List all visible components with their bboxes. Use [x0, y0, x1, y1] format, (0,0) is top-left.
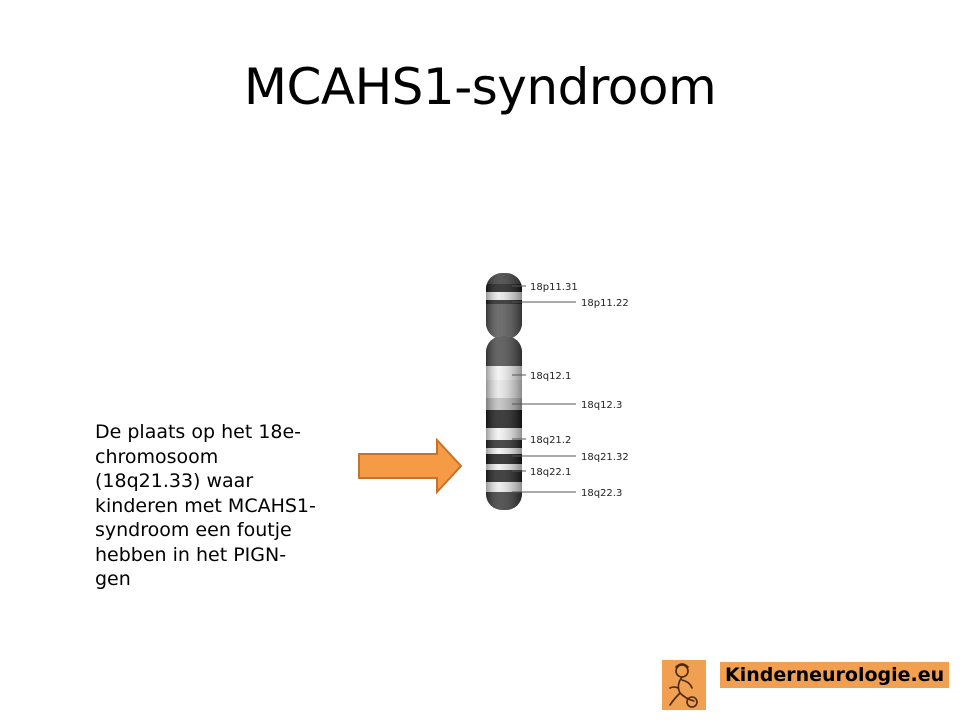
right-arrow-icon	[358, 437, 463, 495]
body-line: gen	[95, 568, 131, 590]
band-label: 18q21.32	[581, 452, 629, 463]
body-line: chromosoom	[95, 445, 219, 468]
body-line: (18q21.33) waar	[95, 470, 254, 492]
body-text: De plaats op het 18e- chromosoom (18q21.…	[95, 420, 345, 592]
chromosome-18-ideogram: 18p11.31 18p11.22 18q12.1 18q12.3 18q21.…	[486, 273, 629, 510]
body-line: syndroom een foutje	[95, 519, 292, 541]
body-line: hebben in het PIGN-	[95, 543, 287, 566]
band-label: 18q22.1	[530, 467, 571, 478]
body-line: kinderen met MCAHS1-	[95, 494, 316, 517]
site-logo: Kinderneurologie.eu	[662, 660, 950, 710]
band-label: 18q12.3	[581, 400, 622, 411]
band-label: 18p11.31	[530, 282, 578, 293]
body-line: De plaats op het 18e-	[95, 421, 302, 443]
band-label: 18p11.22	[581, 298, 629, 309]
band-label: 18q12.1	[530, 371, 571, 382]
band-label: 18q22.3	[581, 488, 622, 499]
band-label: 18q21.2	[530, 435, 571, 446]
slide-title: MCAHS1-syndroom	[243, 58, 717, 116]
logo-text: Kinderneurologie.eu	[720, 662, 950, 688]
child-figure-icon	[662, 660, 706, 710]
